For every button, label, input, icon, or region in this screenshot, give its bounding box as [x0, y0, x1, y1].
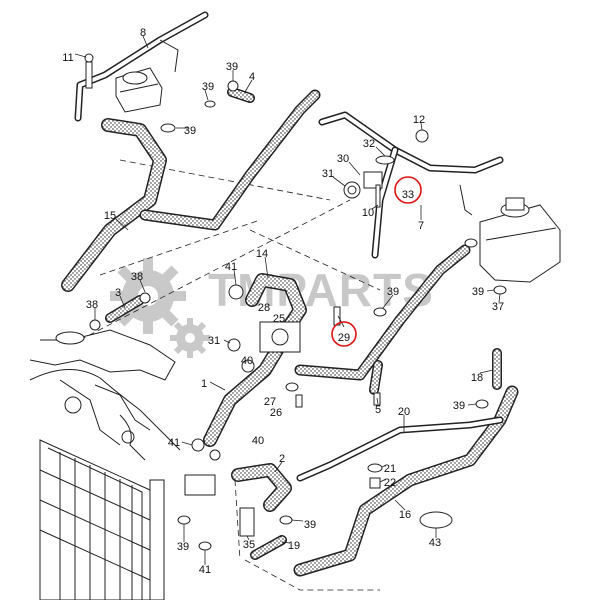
callout-c2: 2 [279, 453, 285, 465]
callout-c8: 8 [140, 27, 146, 39]
callout-c30: 30 [337, 153, 349, 165]
leader-lines [74, 35, 501, 565]
callout-c39a: 39 [226, 61, 238, 73]
reservoir-large [479, 197, 561, 283]
small-parts [55, 53, 507, 551]
callout-c38a: 38 [131, 271, 143, 283]
callout-c39g: 39 [304, 519, 316, 531]
callout-c43: 43 [429, 537, 441, 549]
callout-c26: 26 [270, 407, 282, 419]
callout-c41b: 41 [168, 437, 180, 449]
engine-outline [29, 329, 181, 461]
callout-c19: 19 [288, 540, 300, 552]
reservoir-small [115, 67, 163, 113]
callout-c21: 21 [384, 463, 396, 475]
watermark-text: TMPARTS [208, 264, 434, 316]
highlight-ring-33 [394, 176, 422, 204]
callout-c35: 35 [243, 539, 255, 551]
callout-c14: 14 [256, 248, 268, 260]
callout-c12: 12 [413, 114, 425, 126]
callout-c1: 1 [201, 378, 207, 390]
callout-c7: 7 [418, 220, 424, 232]
callout-c15: 15 [104, 210, 116, 222]
callout-c39c: 39 [184, 125, 196, 137]
callout-c4: 4 [249, 71, 255, 83]
callout-c39f: 39 [453, 400, 465, 412]
callout-c31b: 31 [208, 335, 220, 347]
callout-c40a: 40 [241, 355, 253, 367]
callout-c22: 22 [384, 477, 396, 489]
callout-c28: 28 [258, 302, 270, 314]
callout-c39e: 39 [472, 286, 484, 298]
pipe-8 [74, 11, 209, 122]
pipe-20 [296, 416, 504, 482]
radiator [39, 439, 165, 600]
callout-c41c: 41 [199, 564, 211, 576]
callout-c3: 3 [115, 287, 121, 299]
callout-c27: 27 [264, 396, 276, 408]
callout-c32: 32 [363, 138, 375, 150]
callout-c25: 25 [273, 313, 285, 325]
callout-c40b: 40 [252, 435, 264, 447]
callout-c33: 33 [402, 189, 414, 201]
callout-c11: 11 [62, 52, 73, 64]
callout-c39h: 39 [177, 541, 189, 553]
callout-c38b: 38 [86, 299, 98, 311]
callout-c39b: 39 [202, 81, 214, 93]
callout-c10: 10 [362, 207, 374, 219]
callout-c29: 29 [338, 332, 350, 344]
highlight-ring-29 [331, 321, 357, 347]
hoses [61, 87, 519, 577]
callout-c5: 5 [375, 404, 381, 416]
callout-c39d: 39 [387, 286, 399, 298]
callout-c16: 16 [399, 509, 411, 521]
callout-c31a: 31 [322, 168, 334, 180]
callout-c41a: 41 [225, 261, 237, 273]
callout-c37: 37 [492, 301, 504, 313]
callout-c20: 20 [398, 406, 410, 418]
callout-c18: 18 [471, 372, 483, 384]
